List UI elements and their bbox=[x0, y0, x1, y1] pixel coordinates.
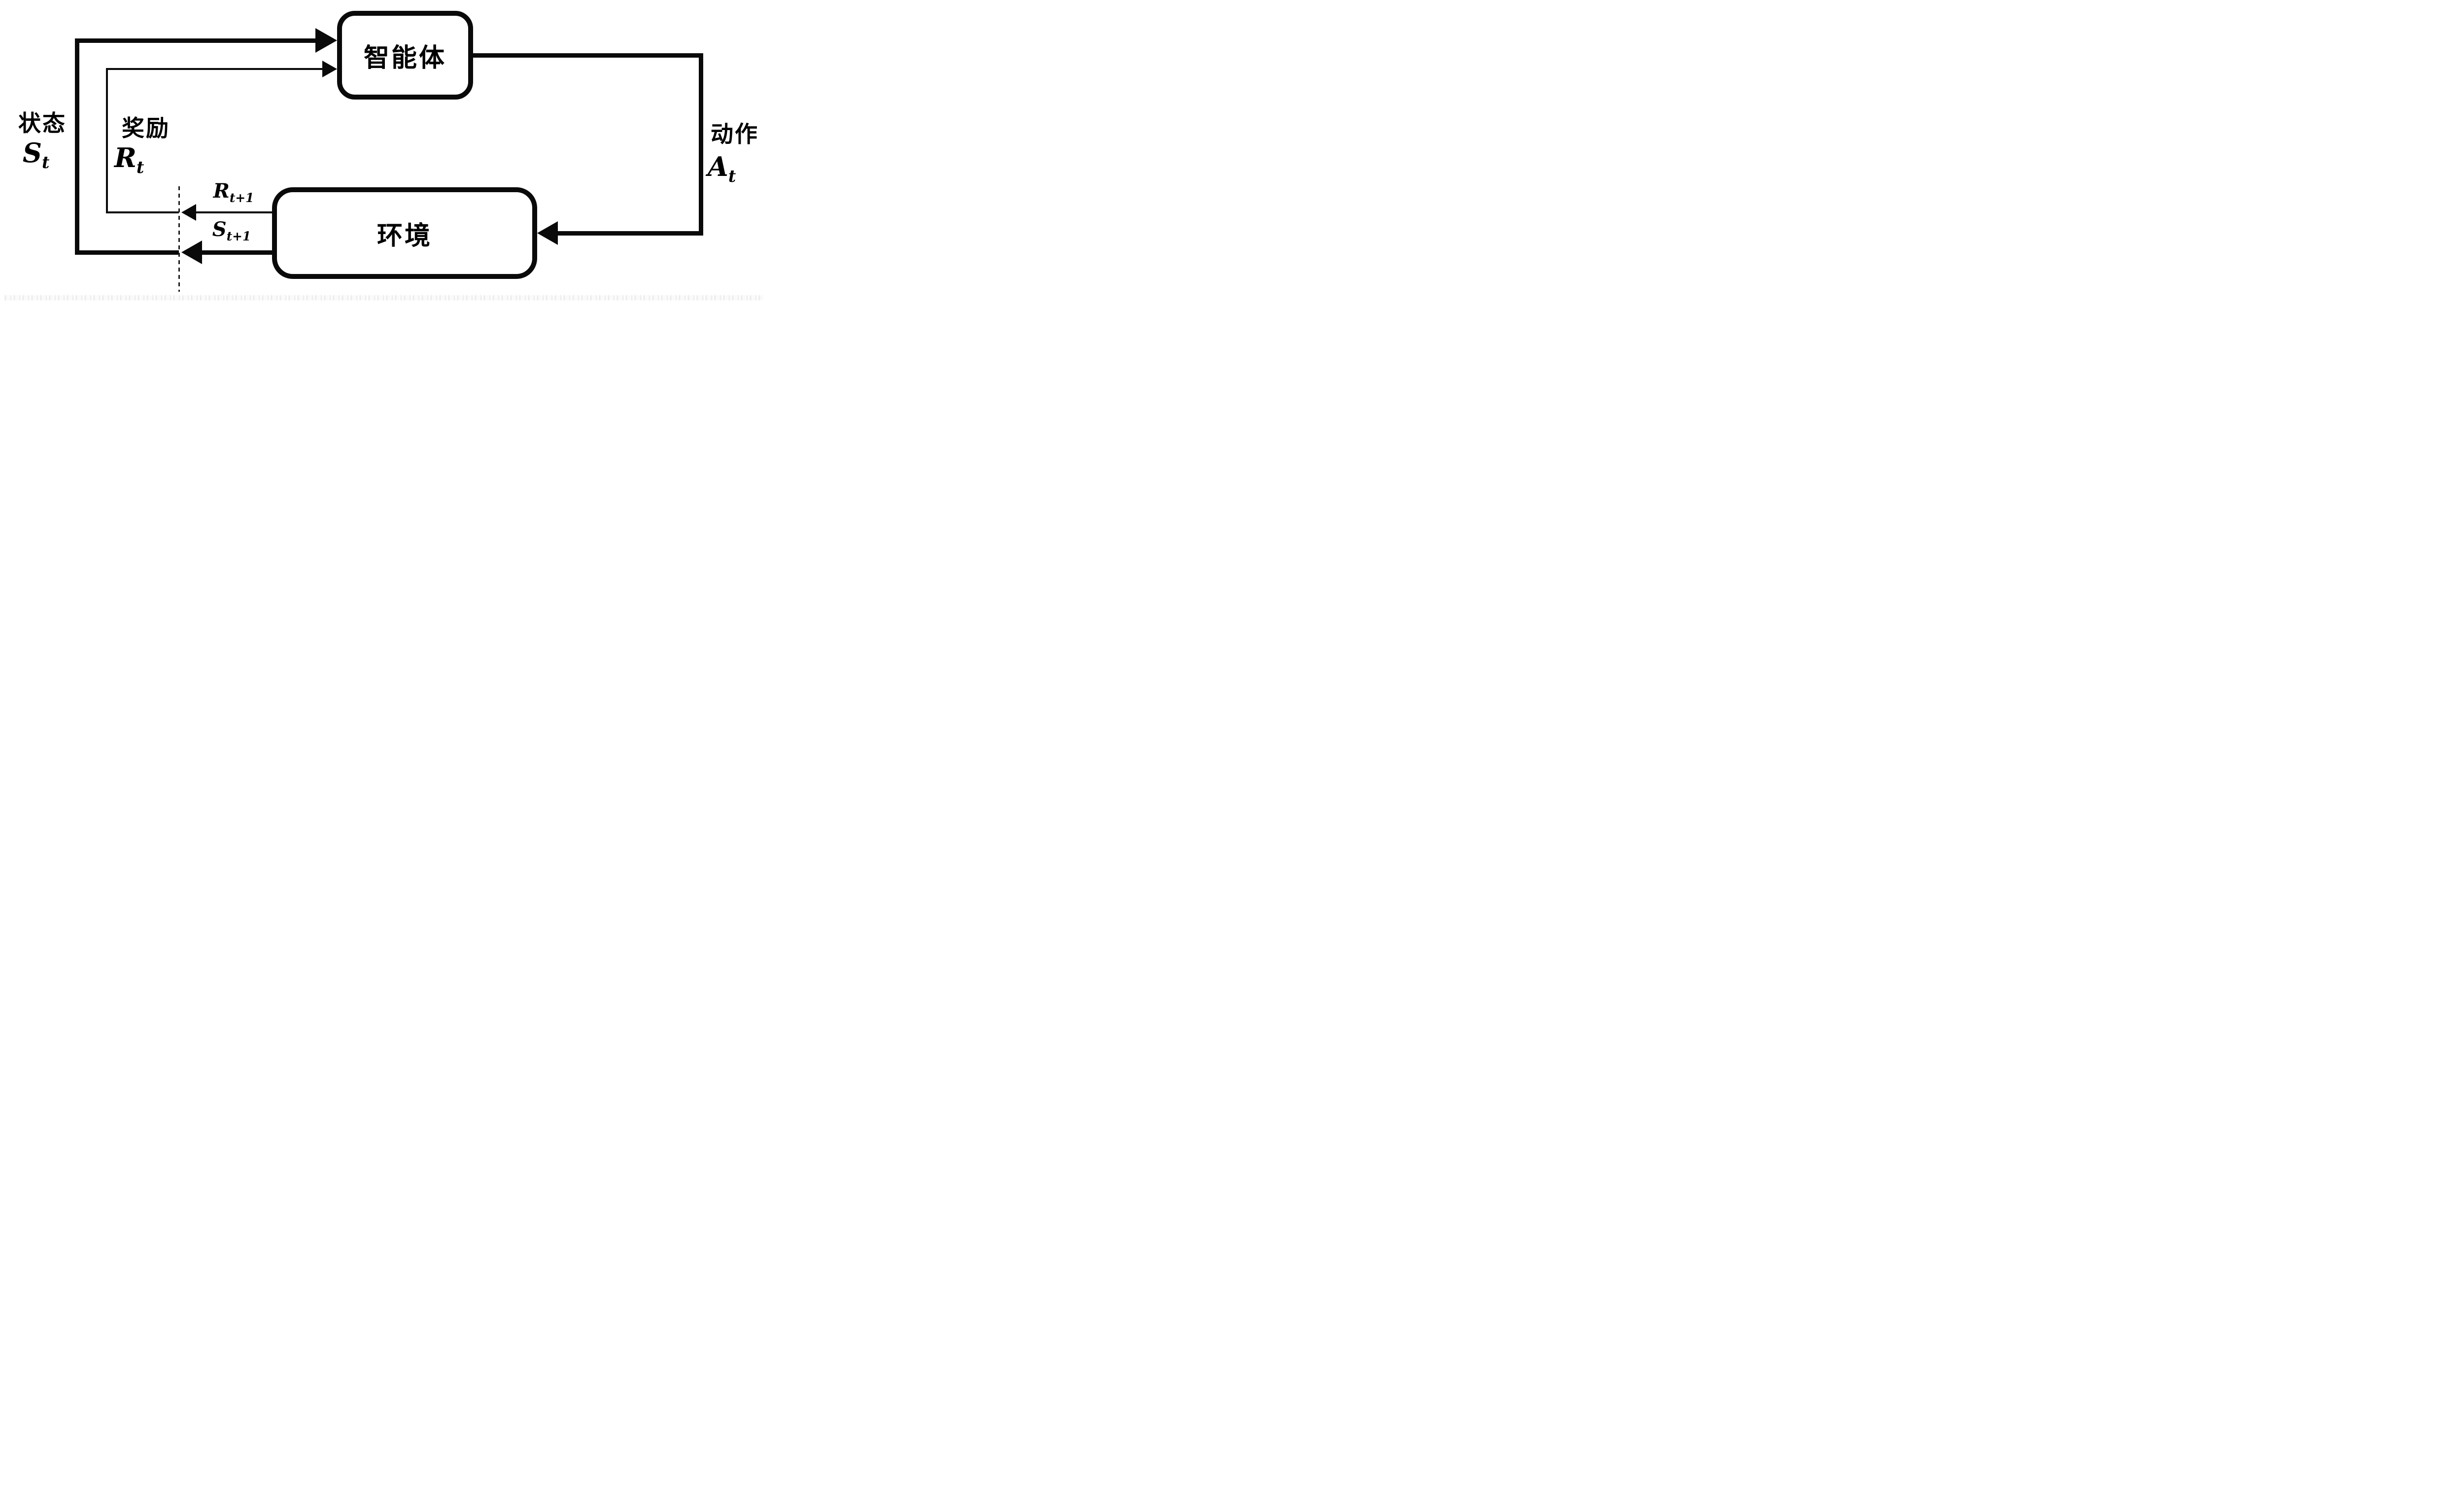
state-line-bottom-left bbox=[75, 250, 179, 255]
next-reward-symbol-sub: t+1 bbox=[229, 191, 254, 205]
reward-line-bottom-left bbox=[106, 211, 179, 213]
cropped-caption-remnant bbox=[5, 295, 764, 301]
reward-arrowhead-into-agent-icon bbox=[322, 61, 337, 77]
next-reward-arrowhead-icon bbox=[181, 204, 196, 221]
next-reward-symbol-base: R bbox=[213, 179, 230, 203]
action-symbol-base: A bbox=[708, 151, 728, 182]
action-line-top bbox=[473, 53, 703, 58]
next-state-symbol-sub: t+1 bbox=[226, 229, 251, 243]
state-symbol-base: S bbox=[23, 137, 42, 169]
reward-symbol-base: R bbox=[114, 142, 137, 173]
agent-box-label: 智能体 bbox=[363, 44, 446, 72]
next-state-arrow-line bbox=[202, 250, 272, 255]
environment-box: 环境 bbox=[272, 187, 537, 279]
action-line-bottom bbox=[558, 231, 703, 236]
timestep-dashed-line bbox=[178, 186, 180, 292]
reward-line-left-vertical bbox=[106, 68, 108, 213]
state-label: 状态 bbox=[18, 111, 67, 136]
next-state-arrowhead-icon bbox=[181, 240, 202, 264]
action-symbol: At bbox=[708, 151, 736, 184]
rl-loop-diagram: 智能体 环境 状态 St 奖励 Rt 动作 At Rt+1 St+1 bbox=[0, 0, 788, 301]
action-line-right-vertical bbox=[699, 53, 703, 236]
reward-line-top bbox=[106, 68, 323, 70]
environment-box-label: 环境 bbox=[376, 222, 432, 250]
next-state-symbol-base: S bbox=[212, 218, 227, 241]
state-symbol: St bbox=[23, 137, 50, 172]
reward-symbol-sub: t bbox=[136, 157, 144, 177]
agent-box: 智能体 bbox=[337, 11, 473, 100]
next-reward-arrow-line bbox=[196, 211, 272, 213]
action-symbol-sub: t bbox=[728, 166, 736, 186]
action-arrowhead-into-environment-icon bbox=[537, 221, 558, 245]
next-state-symbol: St+1 bbox=[202, 218, 261, 243]
action-label: 动作 bbox=[711, 122, 759, 147]
reward-symbol: Rt bbox=[114, 142, 144, 175]
state-arrowhead-into-agent-icon bbox=[315, 28, 337, 53]
reward-label: 奖励 bbox=[122, 116, 170, 141]
state-line-left-vertical bbox=[75, 38, 79, 255]
next-reward-symbol: Rt+1 bbox=[204, 179, 263, 205]
state-symbol-sub: t bbox=[42, 152, 50, 172]
state-line-top bbox=[75, 38, 316, 43]
